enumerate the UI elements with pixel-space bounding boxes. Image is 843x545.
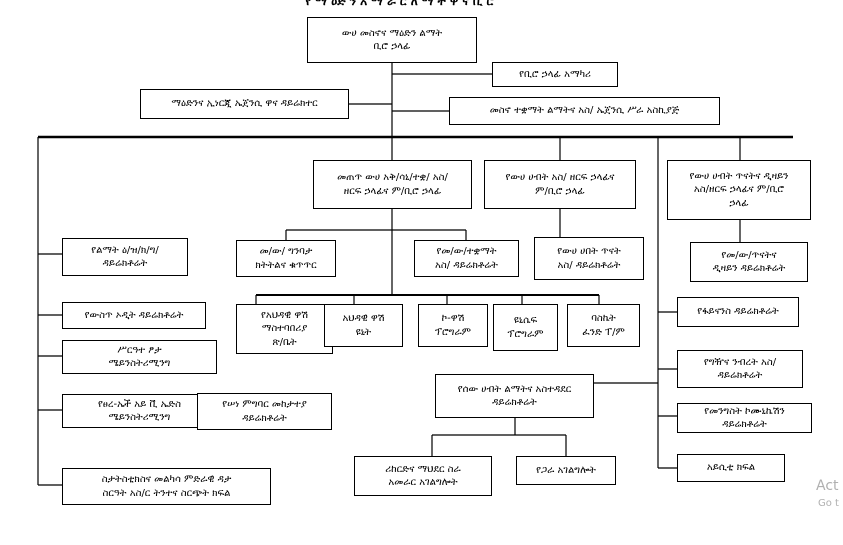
box-mining-agency: ማዕድንና ኢነርጂ ኤጀንሲ ዋና ዳይሬክተር xyxy=(140,89,349,119)
box-left-2: የውስጥ ኦዲት ዳይሬክቶሬት xyxy=(62,302,206,329)
box-right-4: አይሲቲ ክፍል xyxy=(677,454,785,482)
box-left-5: ስታትስቲክስና መልካሳ ምድራዊ ዳታ ስርዓት አስ/ር ትንተና ስርጭ… xyxy=(62,468,271,505)
box-hr: የሰው ሀብት ልማትና አስተዳደር ዳይሬክቶሬት xyxy=(435,374,594,418)
watermark-go-to: Go t xyxy=(818,498,839,509)
box-dept-a: መጠጥ ውሀ አቅ/ሳኒ/ተቋ/ አስ/ ዘርፍ ኃላፊና ም/ቢሮ ኃላፊ xyxy=(313,160,472,209)
chart-title-fragment: የ ማ ዕድ ን አ ማ ራ ር ለ ማ ት ዋ ና ቢ ሮ xyxy=(305,0,495,8)
box-b-sub-1: የውሀ ሀበት ጥናት አስ/ ዳይሬክቶሬት xyxy=(534,237,644,280)
box-hr-sub-2: የጋራ አገልግሎት xyxy=(516,456,616,485)
box-dept-c: የውሀ ሀብት ጥናትና ዲዛይን አስ/ዘርፍ ኃላፊና ም/ቢሮ ኃላፊ xyxy=(667,160,811,220)
box-row-2: አህዳዊ ዋሽ ዩኒት xyxy=(324,304,403,347)
box-head: ውሀ መስኖና ማዕድን ልማት ቢሮ ኃላፊ xyxy=(307,17,477,63)
box-row-5: ባስኬት ፈንድ ፐ/ም xyxy=(567,304,640,347)
box-row-3: ኮ-ዋሽ ፕሮግራም xyxy=(418,304,488,347)
box-left-3: ሥርዓተ ፆታ ሜይንስትሪሚንግ xyxy=(62,340,217,374)
box-row-1: የአህዳዊ ዋሽ ማስተባበሪያ ጽ/ቤት xyxy=(236,304,333,354)
box-right-1: የፋይናንስ ዳይሬክቶሬት xyxy=(677,297,799,327)
box-irrigation-agency: መስኖ ተቋማት ልማትና አስ/ ኤጀንሲ ሥራ አስኪያጅ xyxy=(449,97,720,125)
box-left-1: የልማት ዕ/ዝ/ክ/ግ/ ዳይሬክቶሬት xyxy=(62,238,188,276)
box-right-3: የመንግስት ኮሙኒኬሽን ዳይሬክቶሬት xyxy=(677,403,812,433)
watermark-activate: Act xyxy=(816,478,839,494)
box-a-sub-1: መ/ው/ ግንባታ ክትትልና ቁጥጥር xyxy=(236,240,336,277)
box-a-sub-2: የመ/ው/ተቋማት አስ/ ዳይሬክቶሬት xyxy=(414,240,519,277)
box-advisor: የቢሮ ኃላፊ አማካሪ xyxy=(492,62,618,87)
box-left-4: የፀረ-ኤች አይ ቪ ኤድስ ሜይንስትሪሚንግ xyxy=(62,394,217,428)
box-dept-b: የውሀ ሀብት አስ/ ዘርፍ ኃላፊና ም/ቢሮ ኃላፊ xyxy=(484,160,636,209)
box-row-4: ዩኒሴፍ ፕሮግራም xyxy=(493,304,558,351)
box-right-2: የግዥና ንብረት አስ/ ዳይሬክቶሬት xyxy=(677,350,803,388)
box-c-sub-1: የመ/ው/ጥናትና ዲዛይን ዳይሬክቶሬት xyxy=(690,242,808,282)
box-hr-sub-1: ሪከርድና ማህደር ስራ አመራር አገልግሎት xyxy=(354,456,492,496)
box-public-service: የሠነ ምግባር መከታተያ ዳይሬክቶሬት xyxy=(197,393,332,430)
